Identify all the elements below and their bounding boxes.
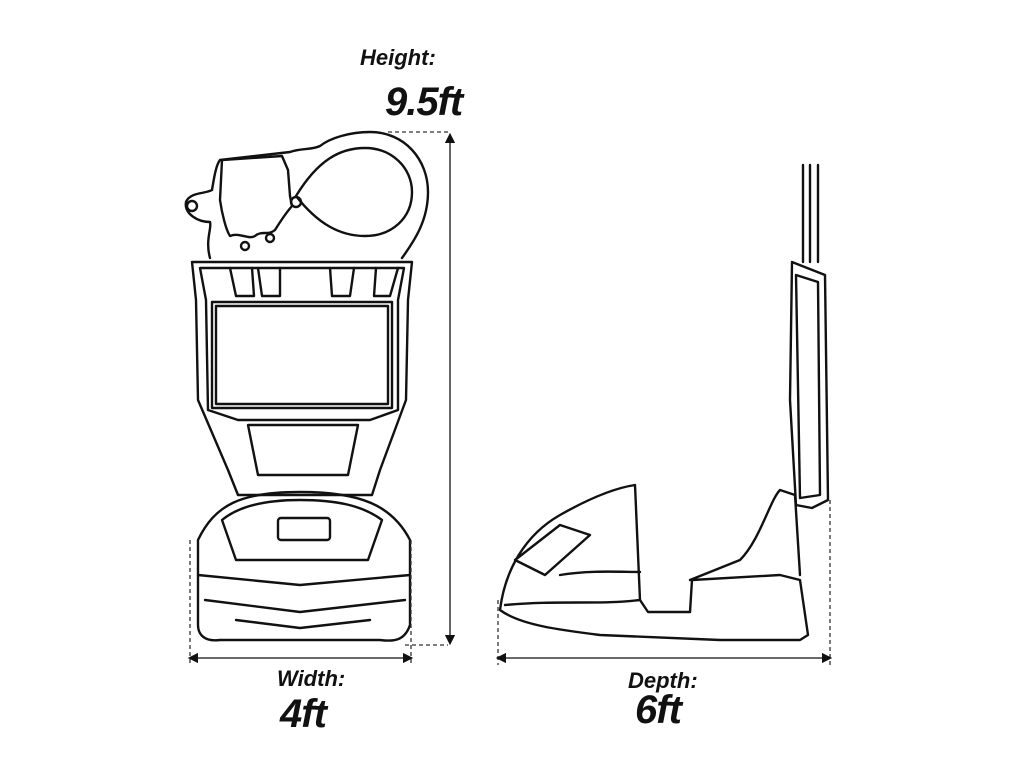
marquee-topper [184,130,430,260]
height-dimension [388,131,456,646]
width-label: Width: [277,666,346,691]
front-view [184,130,430,642]
depth-value: 6ft [635,688,682,732]
base-body [498,483,810,642]
cabinet-body [190,260,414,497]
control-base [196,490,412,642]
depth-dimension [495,500,833,665]
marquee-pole [801,163,820,264]
lower-panel [246,423,360,477]
back-panel [788,260,830,510]
screen [210,300,394,410]
height-label: Height: [360,45,436,70]
height-value: 9.5ft [385,80,463,124]
width-dimension [187,540,414,665]
side-view [498,163,830,642]
width-value: 4ft [280,692,327,736]
depth-label: Depth: [628,668,698,693]
